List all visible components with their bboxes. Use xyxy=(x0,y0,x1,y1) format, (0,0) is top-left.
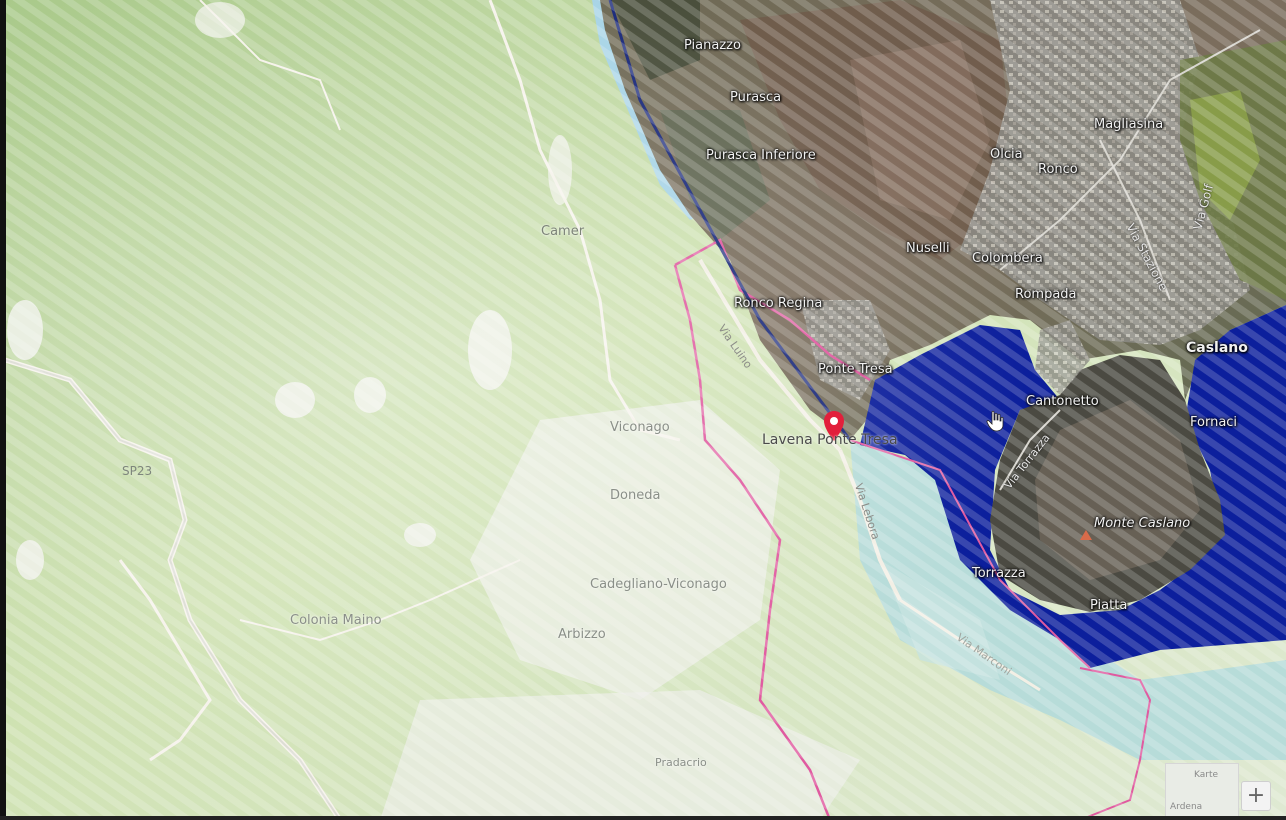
minimap-label-top: Karte xyxy=(1194,770,1219,780)
location-pin-icon[interactable] xyxy=(823,410,845,442)
screen-bezel-bottom xyxy=(0,816,1286,820)
screen-bezel-left xyxy=(0,0,6,820)
minimap-label-bottom: Ardena xyxy=(1170,802,1203,812)
hand-cursor-icon xyxy=(986,410,1004,432)
minimap-thumbnail[interactable]: Karte Ardena xyxy=(1165,763,1239,817)
zoom-in-button[interactable]: + xyxy=(1241,781,1271,811)
summit-icon xyxy=(1080,530,1092,540)
